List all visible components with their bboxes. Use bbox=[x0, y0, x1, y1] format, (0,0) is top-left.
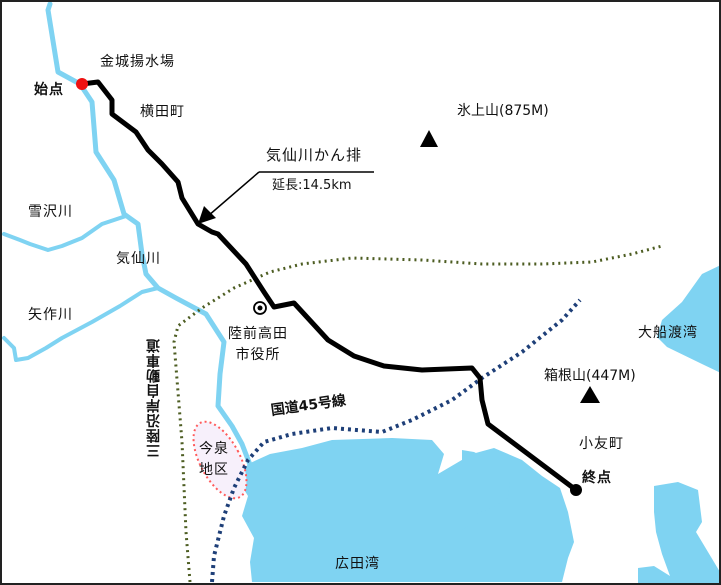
ofunato-bay-water bbox=[657, 265, 719, 373]
pipeline-route bbox=[79, 79, 579, 493]
sanriku-expressway-label: 三陸沿岸自動車道 bbox=[146, 338, 162, 458]
city-hall-label-line1: 陸前高田 bbox=[228, 326, 288, 342]
bay-mid-water bbox=[462, 450, 510, 530]
yukisawa-river bbox=[2, 214, 128, 252]
imaizumi-district-area bbox=[192, 420, 248, 500]
mount-hikami-label: 氷上山(875M) bbox=[457, 103, 549, 119]
city-hall-label: 陸前高田 市役所 bbox=[228, 324, 288, 366]
end-point-icon bbox=[570, 484, 582, 496]
mount-hakone-peak-icon bbox=[580, 386, 600, 403]
route45-road bbox=[210, 298, 582, 583]
otomo-town-label: 小友町 bbox=[579, 436, 624, 452]
mount-hakone-label: 箱根山(447M) bbox=[544, 368, 636, 384]
city-hall-double-circle-icon bbox=[253, 301, 267, 315]
yahagi-river bbox=[2, 286, 160, 362]
pipeline-name-label: 気仙川かん排 bbox=[266, 146, 363, 164]
start-label: 始点 bbox=[34, 82, 64, 98]
kesen-river-label: 気仙川 bbox=[116, 251, 161, 267]
bay-bottom-right-water bbox=[638, 482, 719, 583]
mount-hikami-peak-icon bbox=[420, 130, 438, 147]
yokota-label: 横田町 bbox=[140, 104, 185, 120]
end-label: 終点 bbox=[582, 470, 612, 486]
imaizumi-district-label: 今泉 地区 bbox=[199, 439, 229, 481]
ofunato-bay-label: 大船渡湾 bbox=[638, 325, 698, 341]
start-point-icon bbox=[76, 78, 88, 90]
hirota-bay-label: 広田湾 bbox=[335, 556, 380, 572]
yahagi-river-label: 矢作川 bbox=[28, 307, 73, 323]
leader-arrow-icon bbox=[198, 171, 374, 224]
imaizumi-label-line2: 地区 bbox=[199, 462, 229, 478]
yukisawa-river-label: 雪沢川 bbox=[28, 204, 73, 220]
city-hall-label-line2: 市役所 bbox=[235, 347, 281, 363]
intake-station-label: 金城揚水場 bbox=[100, 54, 175, 70]
hirota-bay-water bbox=[238, 438, 574, 582]
pipeline-length-label: 延長:14.5km bbox=[272, 178, 352, 193]
imaizumi-label-line1: 今泉 bbox=[199, 441, 229, 457]
